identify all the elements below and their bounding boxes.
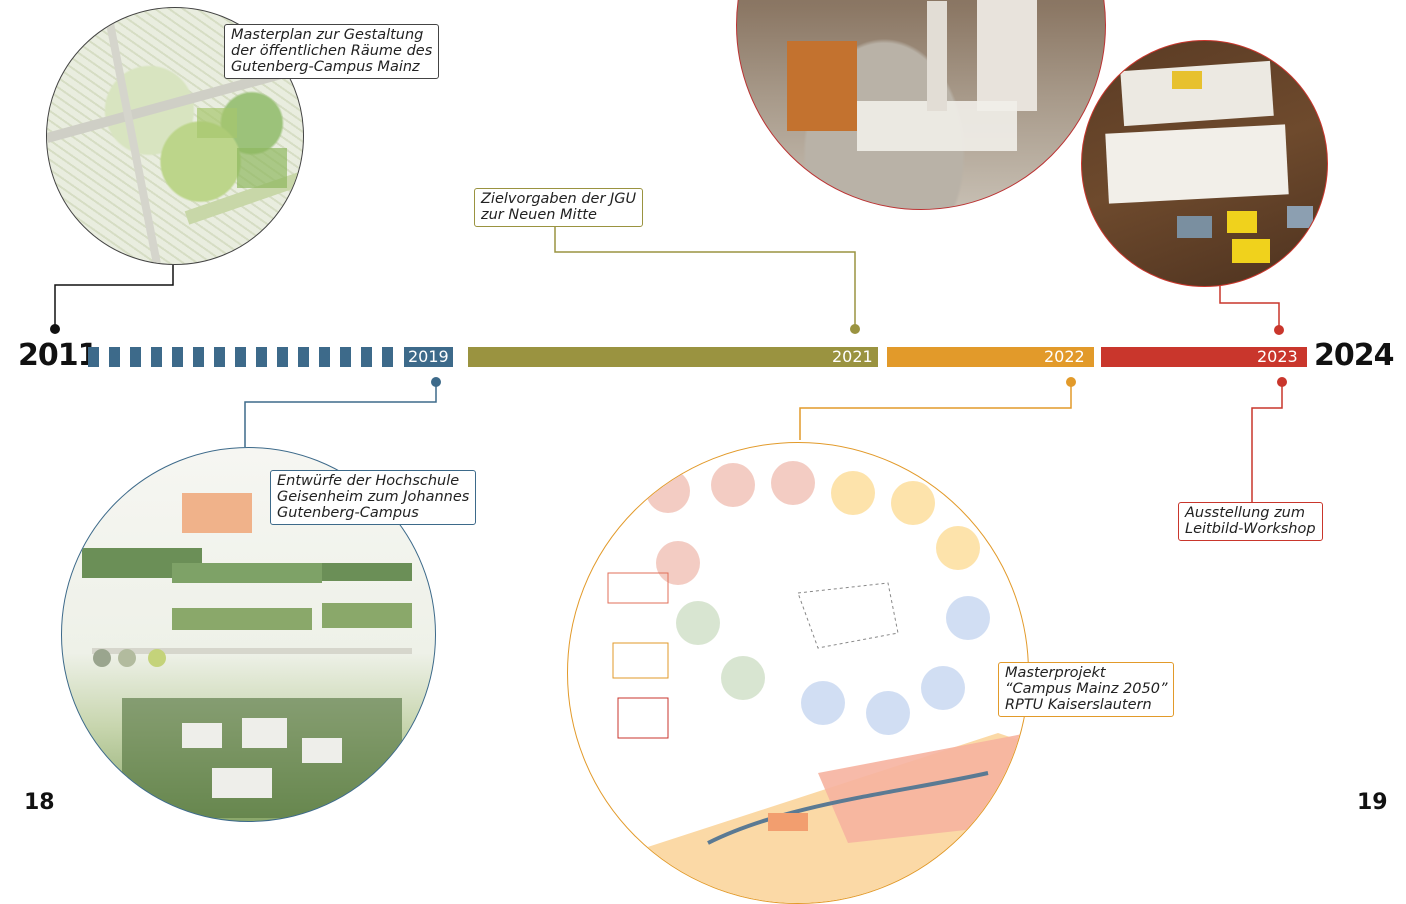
caption-zielvorgaben-line: Zielvorgaben der JGU — [481, 191, 637, 207]
caption-masterprojekt: Masterprojekt “Campus Mainz 2050” RPTU K… — [998, 662, 1175, 717]
year-2023-label: 2023 — [1253, 347, 1302, 367]
olive-segment — [468, 347, 878, 367]
end-year: 2024 — [1314, 338, 1394, 373]
marker-dot-2011 — [50, 324, 60, 334]
page-number-left: 18 — [24, 790, 55, 815]
caption-masterprojekt-line: Masterprojekt — [1005, 665, 1106, 681]
workshop-photo — [736, 0, 1106, 210]
caption-masterplan-line: Gutenberg-Campus Mainz — [231, 59, 420, 75]
caption-ausstellung-line: Leitbild-Workshop — [1185, 521, 1316, 537]
marker-dot-2021 — [850, 324, 860, 334]
marker-dot-2019 — [431, 377, 441, 387]
year-2022-label: 2022 — [1040, 347, 1089, 367]
caption-entwuerfe-line: Gutenberg-Campus — [277, 505, 419, 521]
caption-zielvorgaben: Zielvorgaben der JGU zur Neuen Mitte — [474, 188, 644, 227]
caption-zielvorgaben-line: zur Neuen Mitte — [481, 207, 597, 223]
caption-entwuerfe-line: Entwürfe der Hochschule — [277, 473, 460, 489]
caption-masterplan-line: Masterplan zur Gestaltung — [231, 27, 424, 43]
year-2019-label: 2019 — [404, 347, 453, 367]
caption-ausstellung: Ausstellung zum Leitbild-Workshop — [1178, 502, 1323, 541]
marker-dot-2023-top — [1274, 325, 1284, 335]
caption-masterplan-line: der öffentlichen Räume des — [231, 43, 433, 59]
blue-dashed-segment — [88, 347, 400, 367]
caption-entwuerfe: Entwürfe der Hochschule Geisenheim zum J… — [270, 470, 477, 525]
exhibition-photo — [1081, 40, 1328, 287]
caption-masterplan: Masterplan zur Gestaltung der öffentlich… — [224, 24, 440, 79]
caption-ausstellung-line: Ausstellung zum — [1185, 505, 1306, 521]
page-number-right: 19 — [1357, 790, 1388, 815]
connector-lines — [54, 225, 1283, 505]
marker-dot-2023-bottom — [1277, 377, 1287, 387]
marker-dot-2022 — [1066, 377, 1076, 387]
caption-entwuerfe-line: Geisenheim zum Johannes — [277, 489, 470, 505]
start-year: 2011 — [18, 338, 98, 373]
masterprojekt-image — [567, 442, 1029, 904]
caption-masterprojekt-line: RPTU Kaiserslautern — [1005, 697, 1152, 713]
year-2021-label: 2021 — [828, 347, 877, 367]
caption-masterprojekt-line: “Campus Mainz 2050” — [1005, 681, 1168, 697]
